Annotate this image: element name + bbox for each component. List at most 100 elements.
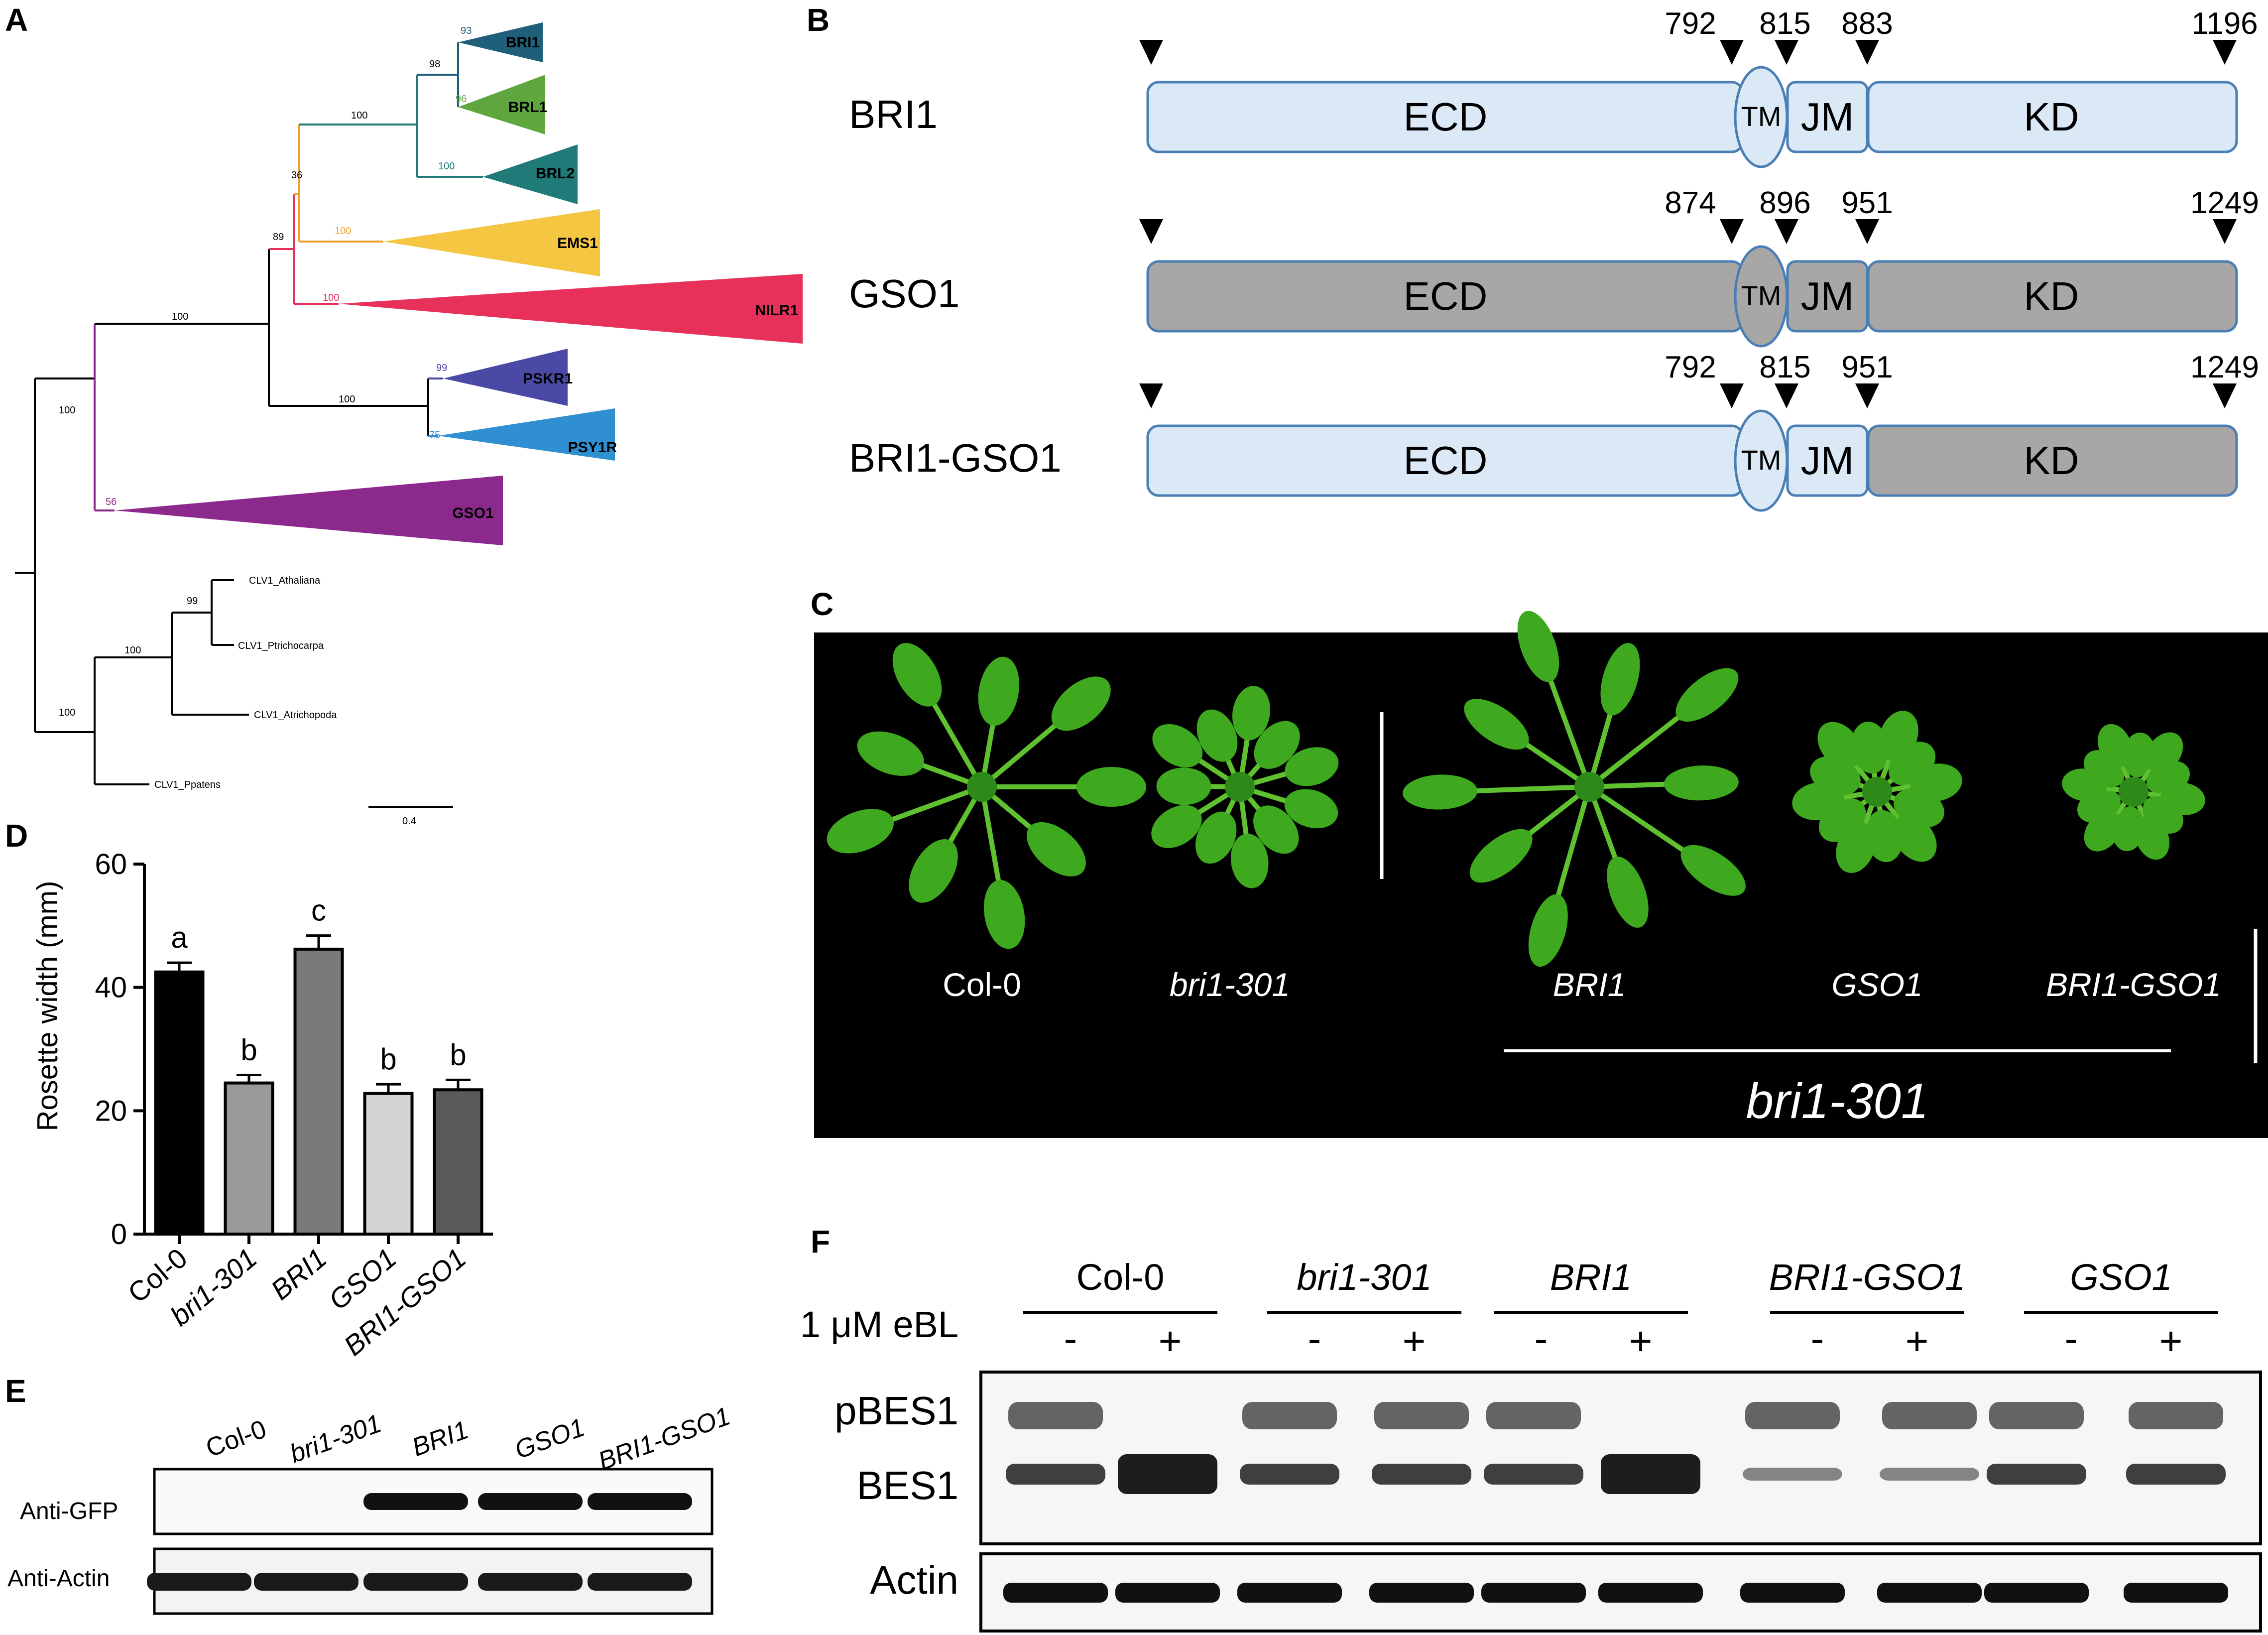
clade-brl1-label: BRL1 <box>508 99 547 116</box>
blot-e-lane-label: BRI1-GSO1 <box>595 1401 734 1476</box>
bar <box>433 1088 483 1236</box>
clade-bri1-triangle <box>458 22 543 62</box>
domain-row-label: BRI1 <box>849 92 938 136</box>
bar <box>293 947 344 1236</box>
position-number: 1249 <box>2190 186 2259 220</box>
bootstrap-nilr-node: 89 <box>273 232 284 243</box>
kd-label: KD <box>2024 95 2079 139</box>
jm-label: JM <box>1801 438 1854 483</box>
scale-bar-label: 0.4 <box>402 816 416 827</box>
blot-e-lane-label: Col-0 <box>202 1415 270 1463</box>
leaf-clv1-ptrichocarpa: CLV1_Ptrichocarpa <box>238 640 324 651</box>
position-arrow <box>1775 383 1798 408</box>
kd-domain <box>1867 81 2238 153</box>
blot-band <box>254 1573 358 1591</box>
clade-ems1-label: EMS1 <box>557 235 598 252</box>
ecd-label: ECD <box>1404 274 1488 318</box>
blot-f-plus: + <box>1906 1319 1929 1363</box>
rosette-width-chart: Rosette width (mm) 0204060aCol-0bbri1-30… <box>31 848 493 1362</box>
bootstrap-clv-ath-ptri: 99 <box>187 596 198 607</box>
clade-ems1-triangle <box>383 209 600 276</box>
plants <box>827 611 2205 967</box>
blot-band <box>1237 1583 1342 1603</box>
y-tick-label: 40 <box>95 972 127 1004</box>
clade-bri1-label: BRI1 <box>506 34 540 51</box>
significance-letter: c <box>311 894 326 927</box>
bootstrap-ems-node: 36 <box>291 170 302 181</box>
panel-label-f: F <box>811 1224 830 1259</box>
blot-band <box>1006 1464 1105 1485</box>
rosette-plant <box>1792 711 1962 873</box>
blot-band <box>1743 1468 1842 1481</box>
leaf-clv1-atrichopoda: CLV1_Atrichopoda <box>254 710 337 721</box>
bootstrap-root: 100 <box>59 405 75 416</box>
photo-label-col0: Col-0 <box>943 966 1021 1003</box>
clade-pskr1-label: PSKR1 <box>523 371 573 387</box>
blot-e-row-label: Anti-GFP <box>20 1498 118 1524</box>
bootstrap-bri1: 93 <box>461 25 472 36</box>
blot-band <box>478 1573 583 1591</box>
position-arrow <box>1139 383 1163 408</box>
blot-band <box>1481 1583 1586 1603</box>
position-number: 792 <box>1665 6 1716 41</box>
blot-band <box>1003 1583 1108 1603</box>
position-arrow <box>2213 383 2237 408</box>
clade-psy1r-triangle <box>438 408 615 461</box>
blot-f-genotype-label: Col-0 <box>1076 1257 1165 1298</box>
position-number: 951 <box>1841 186 1893 220</box>
tm-label: TM <box>1741 101 1782 132</box>
blot-band <box>1877 1583 1982 1603</box>
kd-label: KD <box>2024 274 2079 318</box>
clade-nilr1-triangle <box>339 274 803 344</box>
position-arrow <box>1855 383 1879 408</box>
bootstrap-bri1-brl1: 98 <box>429 59 440 70</box>
clade-gso1-label: GSO1 <box>452 505 493 521</box>
clade-pskr1-triangle <box>443 349 568 406</box>
position-number: 951 <box>1841 350 1893 384</box>
position-arrow <box>2213 40 2237 65</box>
blot-f-plus: + <box>1159 1319 1182 1363</box>
tm-domain <box>1734 66 1789 168</box>
blot-band <box>1372 1464 1471 1485</box>
position-number: 1196 <box>2191 6 2258 41</box>
blot-band <box>1242 1402 1337 1429</box>
y-tick-label: 20 <box>95 1095 127 1127</box>
bootstrap-bri-group: 100 <box>351 110 367 121</box>
tm-label: TM <box>1741 444 1782 476</box>
tm-domain <box>1734 409 1789 512</box>
clade-nilr1-label: NILR1 <box>755 302 799 319</box>
blot-f-treatment-label: 1 μM eBL <box>800 1304 958 1345</box>
blot-f-row-label: BES1 <box>856 1463 958 1508</box>
position-number: 815 <box>1759 350 1810 384</box>
rosette-plant <box>827 642 1146 949</box>
blot-band <box>1240 1464 1339 1485</box>
bar <box>363 1092 414 1236</box>
blot-band <box>1984 1583 2089 1603</box>
jm-label: JM <box>1801 95 1854 139</box>
position-number: 896 <box>1759 186 1810 220</box>
blot-band <box>1008 1402 1103 1429</box>
kd-label: KD <box>2024 438 2079 483</box>
position-arrow <box>1720 40 1744 65</box>
photo-group-label: bri1-301 <box>1746 1073 1929 1129</box>
bootstrap-psk-node: 100 <box>339 394 355 405</box>
panel-label-b: B <box>807 2 830 38</box>
blot-f-row-label: Actin <box>870 1558 958 1602</box>
significance-letter: b <box>380 1042 396 1076</box>
bootstrap-pskr1: 99 <box>436 363 447 374</box>
blot-e-lane-label: bri1-301 <box>286 1409 385 1469</box>
blot-band <box>1118 1454 1217 1494</box>
blot-f-genotype-label: BRI1 <box>1550 1257 1632 1298</box>
blot-band <box>478 1493 583 1510</box>
bar <box>224 1081 274 1236</box>
position-arrow <box>1855 219 1879 244</box>
blot-f-plus: + <box>1629 1319 1653 1363</box>
panel-label-c: C <box>811 586 834 622</box>
position-arrow <box>1720 219 1744 244</box>
panel-label-a: A <box>5 2 28 38</box>
blot-band <box>1484 1464 1583 1485</box>
bootstrap-psy1r: 75 <box>429 430 440 441</box>
blot-band <box>1989 1402 2084 1429</box>
panel-label-e: E <box>5 1373 26 1409</box>
position-arrow <box>2213 219 2237 244</box>
